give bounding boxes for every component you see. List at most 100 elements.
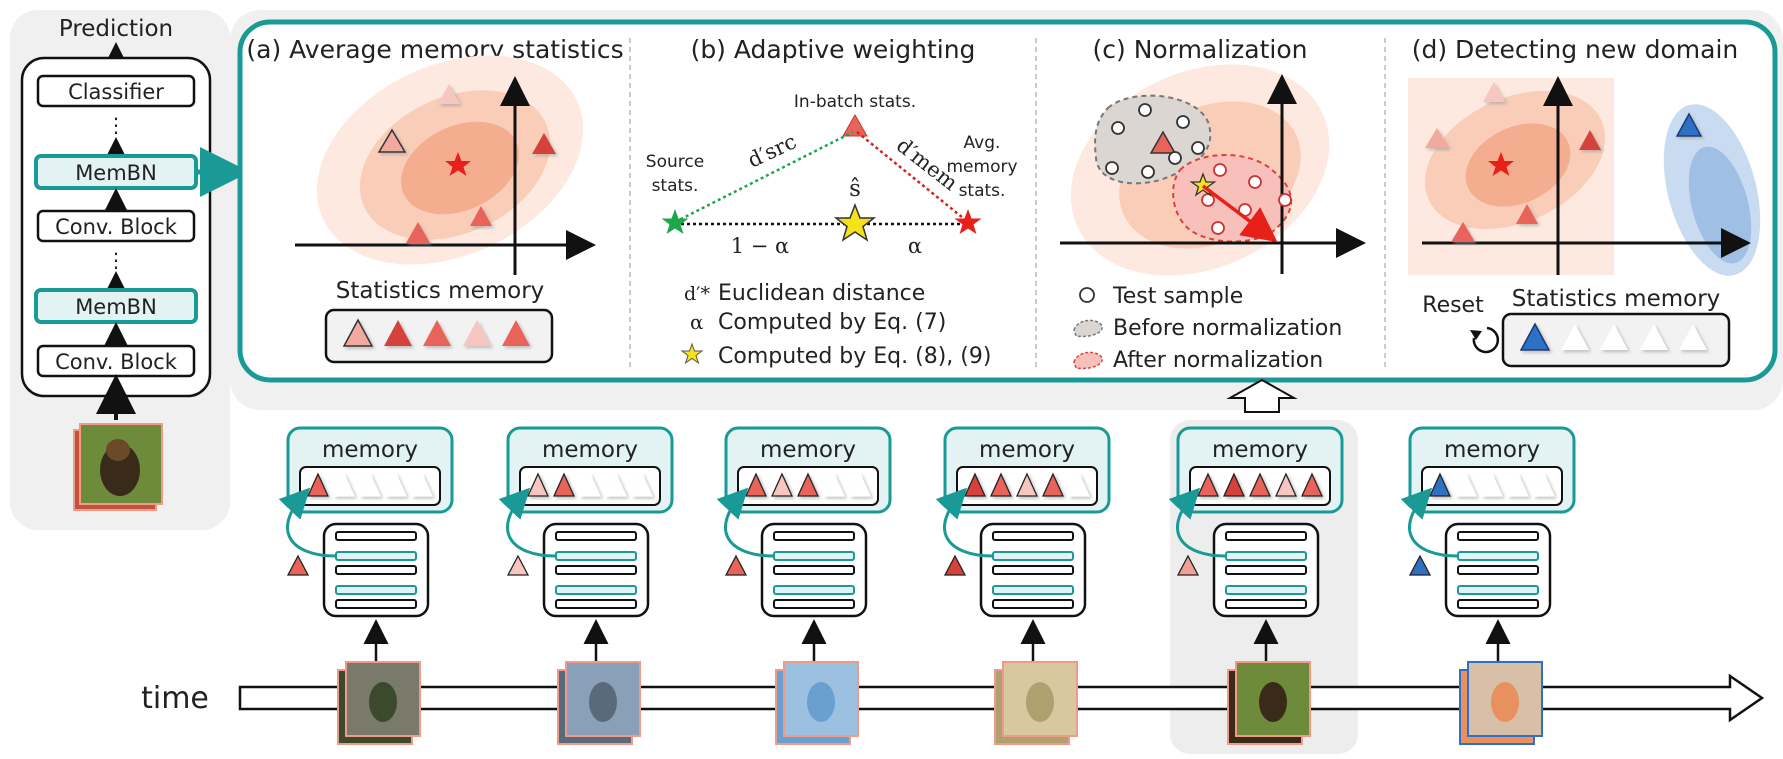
memory-slot-triangle (848, 472, 872, 497)
timeline-step: memory (716, 426, 892, 745)
layer (335, 599, 417, 609)
layer (773, 599, 855, 609)
mem-d-cell-3 (1600, 324, 1628, 350)
input-stats-triangle (1408, 554, 1432, 576)
mem-a-cell-4 (463, 320, 491, 346)
panel-d-title: (d) Detecting new domain (1412, 35, 1739, 64)
source-label-1: Source (646, 152, 704, 172)
memory-slot-triangle (306, 472, 330, 497)
panel-a-title: (a) Average memory statistics (246, 35, 623, 64)
layer (555, 599, 637, 609)
memory-slot-triangle (1300, 472, 1324, 497)
legend-c-3: After normalization (1113, 348, 1323, 373)
s-hat-star (833, 202, 877, 242)
timeline-step: memory (278, 426, 454, 745)
memory-slot-triangle (358, 472, 382, 497)
prediction-label: Prediction (59, 16, 173, 42)
membn-layer (555, 551, 637, 561)
conv-block-top (36, 209, 196, 243)
layer (773, 565, 855, 575)
membn-layer (1225, 585, 1307, 595)
memory-card-label: memory (542, 437, 638, 463)
mem-d-cell-5 (1679, 324, 1707, 350)
membn-label-bottom: MemBN (75, 295, 157, 319)
tri-d-4 (1516, 204, 1538, 224)
legend-c-1: Test sample (1112, 284, 1243, 309)
memory-slot-triangle (552, 472, 576, 497)
legend-b-2: Computed by Eq. (7) (718, 310, 946, 335)
memory-slot-triangle (410, 472, 434, 497)
layer (992, 565, 1074, 575)
layer (1457, 565, 1539, 575)
layer (335, 565, 417, 575)
memory-slot-triangle (1248, 472, 1272, 497)
in-batch-triangle (842, 113, 868, 137)
mem-a-cell-2 (384, 320, 412, 346)
membn-layer (773, 585, 855, 595)
membn-layer (335, 551, 417, 561)
layer (1225, 565, 1307, 575)
image-subject (369, 682, 397, 722)
membn-label-top: MemBN (75, 161, 157, 185)
memory-slot-triangle (1222, 472, 1246, 497)
panel-b-title: (b) Adaptive weighting (691, 35, 976, 64)
input-stats-triangle (1176, 554, 1200, 576)
membn-layer (1457, 585, 1539, 595)
memory-slot-triangle (1480, 472, 1504, 497)
legend-b-1: Euclidean distance (718, 281, 925, 306)
memory-slot-triangle (1454, 472, 1478, 497)
one-minus-alpha-label: 1 − α (731, 234, 790, 258)
tri-a-3 (532, 133, 556, 154)
memory-slot-triangle (578, 472, 602, 497)
mem-d-cell-1 (1519, 322, 1551, 351)
memory-slot-triangle (822, 472, 846, 497)
mem-a-cell-1 (342, 318, 374, 347)
memory-slot-triangle (630, 472, 654, 497)
mem-d-cell-2 (1561, 324, 1589, 350)
classifier-block (36, 74, 196, 108)
avg-label-1: Avg. (964, 133, 1001, 153)
s-hat-label: ŝ (849, 176, 861, 202)
memory-card-label: memory (760, 437, 856, 463)
panel-d-memory-label: Statistics memory (1512, 286, 1721, 312)
in-batch-label: In-batch stats. (794, 92, 916, 112)
source-star (661, 209, 689, 234)
legend-c-2: Before normalization (1113, 316, 1342, 341)
input-stats-triangle (506, 554, 530, 576)
membn-layer (992, 585, 1074, 595)
input-stats-triangle (943, 554, 967, 576)
memory-slot-triangle (989, 472, 1013, 497)
layer (1457, 599, 1539, 609)
conv-block-label-bottom: Conv. Block (55, 350, 178, 374)
tri-d-5 (1451, 222, 1475, 242)
membn-layer (773, 551, 855, 561)
membn-layer (555, 585, 637, 595)
main-panel-frame (237, 19, 1778, 383)
avg-memory-star (954, 209, 982, 234)
reset-label: Reset (1422, 293, 1484, 318)
memory-slot-triangle (1041, 472, 1065, 497)
tri-d-1 (1483, 82, 1505, 102)
memory-card-label: memory (322, 437, 418, 463)
memory-slot-triangle (604, 472, 628, 497)
legend-b-sym-2: α (690, 310, 704, 334)
layer (555, 565, 637, 575)
legend-c-red-icon (1073, 351, 1103, 370)
memory-card-label: memory (1212, 437, 1308, 463)
normalization-star (1189, 172, 1217, 197)
dots-1: ⋮ (106, 113, 126, 137)
memory-slot-triangle (1532, 472, 1556, 497)
memory-slot-triangle (1506, 472, 1530, 497)
avg-star-a (445, 152, 471, 176)
legend-b-star-icon (680, 342, 704, 365)
reset-icon (1472, 326, 1500, 354)
memory-slot-triangle (1428, 472, 1452, 497)
legend-b-3: Computed by Eq. (8), (9) (718, 344, 991, 369)
legend-c-circle-icon (1079, 287, 1095, 303)
test-samples-before (1105, 103, 1205, 179)
tri-d-2 (1425, 128, 1449, 148)
input-dog-image (73, 423, 163, 511)
timeline-step: memory (1400, 426, 1576, 745)
mem-a-cell-5 (502, 320, 530, 346)
memory-slot-triangle (796, 472, 820, 497)
